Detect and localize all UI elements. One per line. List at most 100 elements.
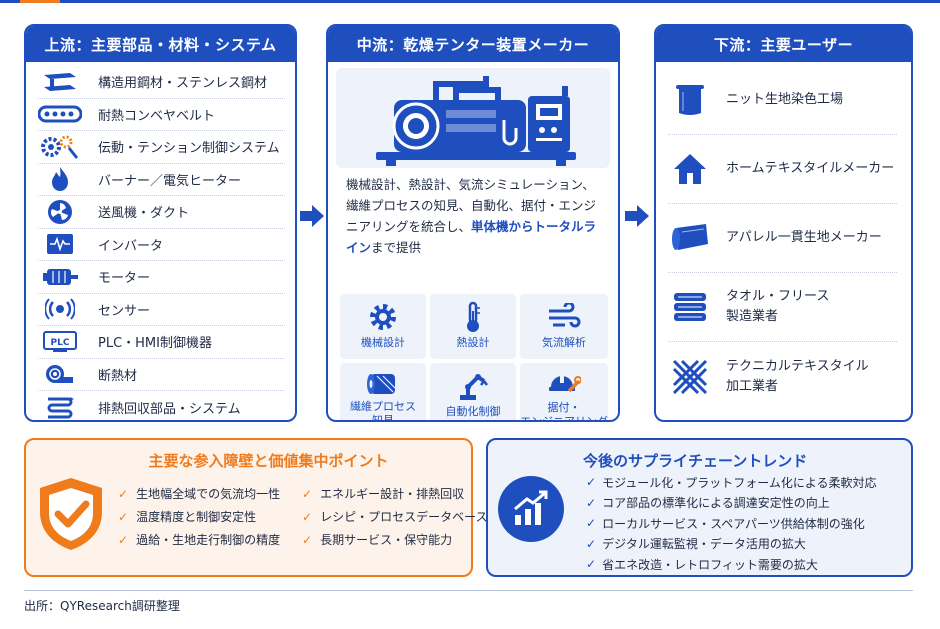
trend-panel: 今後のサプライチェーントレンド ✓モジュール化・プラットフォーム化による柔軟対応…: [486, 438, 913, 577]
list-item: ✓省エネ改造・レトロフィット需要の拡大: [586, 557, 818, 572]
check-icon: ✓: [586, 495, 597, 510]
house-icon: [668, 149, 712, 189]
capability-cell: 機械設計: [340, 294, 426, 359]
check-icon: ✓: [118, 532, 129, 547]
fabric-roll-icon: [363, 369, 403, 398]
list-item: アパレル一貫生地メーカー: [668, 204, 897, 273]
capability-cell: 熱設計: [430, 294, 516, 359]
list-item-label: タオル・フリース 製造業者: [726, 289, 830, 324]
list-item: ✓エネルギー設計・排熱回収: [302, 486, 465, 502]
list-item: ✓長期サービス・保守能力: [302, 532, 453, 548]
insulation-roll-icon: [38, 361, 82, 387]
check-icon: ✓: [118, 486, 129, 501]
helmet-wrench-icon: [544, 369, 584, 399]
heat-recovery-icon: [38, 394, 82, 420]
midstream-text-1: 機械設計、熱設計、気流シミュレーション、繊維プロセスの知見、自動化、据付・エンジ…: [346, 177, 597, 234]
check-icon: ✓: [586, 475, 597, 490]
list-item-label: モーター: [98, 271, 151, 287]
list-item: タオル・フリース 製造業者: [668, 273, 897, 342]
airflow-icon: [544, 300, 584, 334]
flame-icon: [38, 166, 82, 192]
capability-cell: 据付・ エンジニアリング: [520, 363, 608, 422]
motor-icon: [38, 264, 82, 290]
capability-label: 自動化制御: [445, 405, 501, 418]
list-item: 耐熱コンベヤベルト: [38, 99, 285, 131]
capability-cell: 自動化制御: [430, 363, 516, 420]
list-item-label: 耐熱コンベヤベルト: [98, 108, 216, 124]
tenter-machine-icon: [376, 76, 576, 166]
thermometer-icon: [453, 300, 493, 334]
shield-check-icon: [40, 478, 102, 550]
trend-title: 今後のサプライチェーントレンド: [583, 452, 808, 470]
list-item: 排熱回収部品・システム: [38, 391, 285, 420]
growth-chart-icon: [498, 476, 564, 542]
gear-icon: [363, 300, 403, 334]
fabric-hanger-icon: [668, 80, 712, 120]
gears-wrench-icon: [38, 134, 82, 160]
plc-icon: PLC: [38, 329, 82, 355]
downstream-list: ニット生地染色工場 ホームテキスタイルメーカー アパレル一貫生地メーカー タオル…: [656, 62, 911, 411]
barrier-panel: 主要な参入障壁と価値集中ポイント ✓生地幅全域での気流均一性 ✓温度精度と制御安…: [24, 438, 487, 577]
midstream-title: 中流：乾燥テンター装置メーカー: [328, 26, 618, 62]
capability-cell: 繊維プロセス 知見: [340, 363, 426, 422]
trend-list: ✓モジュール化・プラットフォーム化による柔軟対応 ✓コア部品の標準化による調達安…: [586, 472, 877, 575]
conveyor-belt-icon: [38, 101, 82, 127]
capability-label: 熱設計: [456, 336, 490, 349]
barrier-list-left: ✓生地幅全域での気流均一性 ✓温度精度と制御安定性 ✓過給・生地走行制御の精度: [118, 482, 280, 551]
top-rule-accent: [20, 0, 60, 3]
arrow-right-icon: [625, 205, 649, 227]
list-item: PLC PLC・HMI制御機器: [38, 326, 285, 359]
list-item: バーナー／電気ヒーター: [38, 164, 285, 196]
midstream-highlight: 単体機からトータルライン: [346, 219, 597, 255]
towel-stack-icon: [668, 287, 712, 327]
barrier-list-right: ✓エネルギー設計・排熱回収 ✓レシピ・プロセスデータベース ✓長期サービス・保守…: [302, 482, 487, 551]
source-note: 出所：QYResearch調研整理: [24, 599, 180, 613]
list-item: ✓過給・生地走行制御の精度: [118, 532, 281, 548]
list-item-label: 送風機・ダクト: [98, 206, 190, 222]
sensor-icon: [38, 296, 82, 322]
list-item: モーター: [38, 261, 285, 294]
capability-label: 据付・ エンジニアリング: [520, 401, 608, 422]
capability-label: 気流解析: [542, 336, 586, 349]
barrier-title: 主要な参入障壁と価値集中ポイント: [148, 452, 389, 470]
midstream-panel: 中流：乾燥テンター装置メーカー 機械設計、熱設計、気流シミュレーション、繊維プロ…: [326, 24, 620, 422]
list-item: 伝動・テンション制御システム: [38, 131, 285, 164]
top-rule: [0, 0, 940, 3]
check-icon: ✓: [586, 557, 597, 572]
inverter-icon: [38, 231, 82, 257]
downstream-panel: 下流：主要ユーザー ニット生地染色工場 ホームテキスタイルメーカー アパレル一貫…: [654, 24, 913, 422]
list-item: ✓モジュール化・プラットフォーム化による柔軟対応: [586, 475, 877, 490]
check-icon: ✓: [118, 509, 129, 524]
technical-mesh-icon: [668, 357, 712, 397]
list-item: ✓ローカルサービス・スペアパーツ供給体制の強化: [586, 516, 865, 531]
check-icon: ✓: [586, 516, 597, 531]
list-item: インバータ: [38, 229, 285, 261]
check-icon: ✓: [302, 532, 313, 547]
list-item: ✓生地幅全域での気流均一性: [118, 486, 281, 502]
upstream-title: 上流：主要部品・材料・システム: [26, 26, 295, 62]
list-item: ホームテキスタイルメーカー: [668, 135, 897, 204]
list-item: センサー: [38, 294, 285, 326]
list-item-label: ニット生地染色工場: [726, 92, 844, 107]
list-item: ニット生地染色工場: [668, 66, 897, 135]
check-icon: ✓: [302, 509, 313, 524]
plc-badge: PLC: [51, 338, 70, 348]
downstream-title: 下流：主要ユーザー: [656, 26, 911, 62]
capability-label: 繊維プロセス 知見: [350, 400, 416, 422]
arrow-right-icon: [300, 205, 324, 227]
list-item-label: 断熱材: [98, 368, 138, 384]
list-item: ✓コア部品の標準化による調達安定性の向上: [586, 495, 830, 511]
check-icon: ✓: [302, 486, 313, 501]
robot-arm-icon: [453, 369, 493, 403]
tenter-machine-illustration: [336, 68, 610, 168]
list-item-label: センサー: [98, 303, 151, 319]
capability-cell: 気流解析: [520, 294, 608, 359]
list-item-label: テクニカルテキスタイル 加工業者: [726, 358, 869, 394]
list-item: ✓温度精度と制御安定性: [118, 509, 257, 525]
midstream-text-2: まで提供: [371, 240, 422, 255]
capability-label: 機械設計: [361, 336, 405, 349]
list-item-label: 構造用鋼材・ステンレス鋼材: [98, 76, 268, 92]
fan-icon: [38, 199, 82, 225]
list-item-label: 伝動・テンション制御システム: [98, 141, 280, 157]
list-item: 送風機・ダクト: [38, 196, 285, 229]
